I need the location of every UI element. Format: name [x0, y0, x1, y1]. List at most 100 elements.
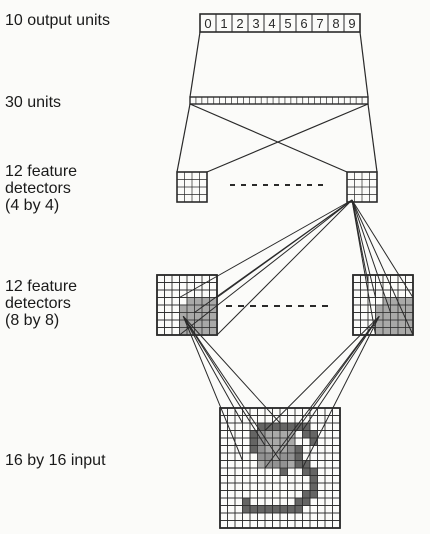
- input-digit-cell: [302, 423, 310, 431]
- input-digit-cell: [272, 423, 280, 431]
- fan-to-8x8: [179, 199, 414, 336]
- connection-line: [189, 31, 201, 98]
- input-receptive-field-cell: [287, 430, 295, 438]
- input-receptive-field-cell: [272, 460, 280, 468]
- input-digit-cell: [295, 505, 303, 513]
- feature-detectors-8x8-label: 12 feature detectors (8 by 8): [5, 278, 78, 329]
- input-receptive-field-cell: [265, 453, 273, 461]
- input-receptive-field-cell: [272, 453, 280, 461]
- receptive-field-right-cell: [383, 312, 391, 320]
- fan-line: [194, 199, 353, 313]
- connection-line: [176, 103, 191, 173]
- dash: [238, 305, 244, 307]
- dash: [250, 305, 256, 307]
- dash: [263, 184, 268, 186]
- feature-map-8x8-left-overlay: [156, 274, 218, 336]
- dash: [262, 305, 268, 307]
- fan-line: [351, 199, 376, 298]
- connection-line: [367, 103, 378, 173]
- input-digit-cell: [310, 490, 318, 498]
- receptive-field-left-cell: [187, 312, 195, 320]
- input-receptive-field-cell: [287, 438, 295, 446]
- fan-line: [182, 315, 281, 424]
- connection-line: [359, 31, 369, 98]
- input-digit-cell: [280, 505, 288, 513]
- input-receptive-field-cell: [280, 438, 288, 446]
- receptive-field-left-cell: [187, 320, 195, 328]
- dash: [226, 305, 232, 307]
- receptive-field-left-cell: [187, 305, 195, 313]
- receptive-field-right-cell: [390, 327, 398, 335]
- feature-map-4x4-right: [346, 171, 378, 203]
- dash: [274, 305, 280, 307]
- input-digit-cell: [265, 505, 273, 513]
- dash: [230, 184, 235, 186]
- ellipsis-dashes-8x8: [226, 305, 328, 307]
- receptive-field-right-cell: [398, 312, 406, 320]
- input-receptive-field-cell: [257, 438, 265, 446]
- fan-line: [182, 316, 243, 461]
- dash: [310, 305, 316, 307]
- input-grid-overlay: [219, 407, 341, 529]
- output-unit-0: 0: [204, 16, 211, 31]
- receptive-field-left-cell: [194, 297, 202, 305]
- input-digit-cell: [242, 498, 250, 506]
- input-digit-cell: [250, 438, 258, 446]
- input-receptive-field-cell: [287, 445, 295, 453]
- input-digit-cell: [295, 445, 303, 453]
- ellipsis-dashes-4x4: [230, 184, 323, 186]
- input-receptive-field-cell: [257, 460, 265, 468]
- fan-line: [182, 315, 281, 461]
- output-unit-9: 9: [348, 16, 355, 31]
- output-unit-2: 2: [236, 16, 243, 31]
- input-digit-cell: [310, 438, 318, 446]
- input-receptive-field-cell: [272, 430, 280, 438]
- fan-line: [279, 315, 380, 454]
- receptive-field-right-cell: [375, 320, 383, 328]
- dash: [285, 184, 290, 186]
- input-receptive-field-cell: [280, 430, 288, 438]
- input-receptive-field: [257, 430, 295, 468]
- input-digit-cell: [287, 505, 295, 513]
- input-receptive-field-cell: [257, 453, 265, 461]
- receptive-field-right-cell: [398, 320, 406, 328]
- input-digit-cell: [280, 423, 288, 431]
- fan-line: [216, 199, 353, 336]
- output-unit-4: 4: [268, 16, 275, 31]
- receptive-field-left-cell: [187, 327, 195, 335]
- receptive-field-right-cell: [383, 305, 391, 313]
- fan-line: [351, 199, 391, 313]
- output-unit-5: 5: [284, 16, 291, 31]
- receptive-field-left: [179, 297, 217, 335]
- receptive-field-right-cell: [390, 297, 398, 305]
- receptive-field-left-cell: [202, 320, 210, 328]
- receptive-field-left-cell: [202, 312, 210, 320]
- receptive-field-right-cell: [405, 297, 413, 305]
- receptive-field-right-cell: [405, 327, 413, 335]
- input-receptive-field-cell: [265, 430, 273, 438]
- output-units-label: 10 output units: [5, 12, 110, 29]
- input-receptive-field-cell: [265, 445, 273, 453]
- dash: [318, 184, 323, 186]
- input-digit-cell: [295, 453, 303, 461]
- feature-map-8x8-right-overlay: [352, 274, 414, 336]
- receptive-field-right-cell: [405, 312, 413, 320]
- input-digit-cell: [250, 505, 258, 513]
- receptive-field-left-cell: [209, 312, 217, 320]
- input-digit-cell: [287, 423, 295, 431]
- fan-line: [302, 315, 380, 431]
- fan-line: [351, 199, 414, 298]
- input-digit-cell: [302, 468, 310, 476]
- input-digit-cell: [310, 468, 318, 476]
- input-digit-cell: [250, 445, 258, 453]
- input-receptive-field-cell: [287, 460, 295, 468]
- hidden-units: [189, 96, 369, 105]
- connection-line: [189, 103, 348, 173]
- output-unit-6: 6: [300, 16, 307, 31]
- input-receptive-field-cell: [257, 445, 265, 453]
- input-digit-cell: [242, 505, 250, 513]
- receptive-field-left-cell: [194, 305, 202, 313]
- receptive-field-left-cell: [179, 305, 187, 313]
- input-digit-cell: [302, 430, 310, 438]
